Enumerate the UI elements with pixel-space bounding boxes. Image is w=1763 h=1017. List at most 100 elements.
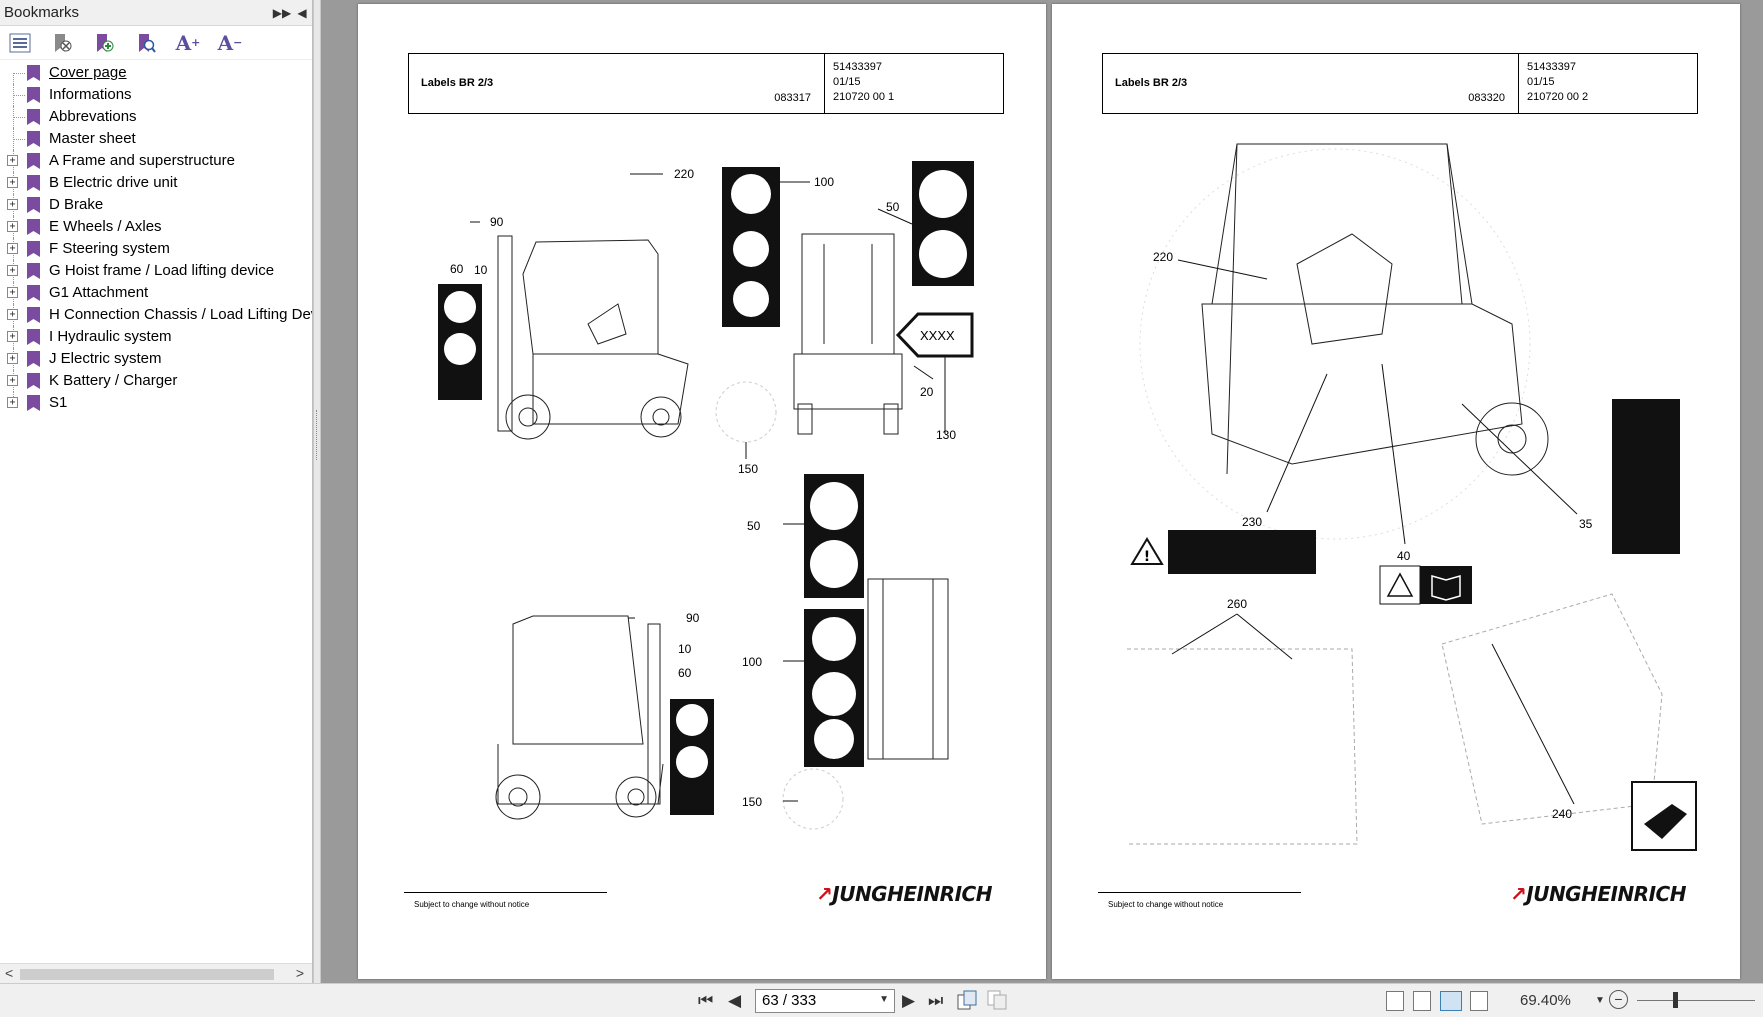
callout-label: XXXX	[920, 328, 955, 343]
increase-font-icon[interactable]: A+	[175, 30, 201, 55]
scroll-right-icon[interactable]: >	[295, 965, 304, 981]
previous-page-icon[interactable]: ◀	[728, 991, 742, 1010]
doc-number: 210720 00 2	[1527, 91, 1589, 103]
callout-label: 90	[490, 215, 504, 229]
callout-label: 130	[936, 428, 957, 442]
expand-icon[interactable]: +	[7, 397, 18, 408]
expand-icon[interactable]: +	[7, 199, 18, 210]
expand-panel-icon[interactable]: ▶▶	[272, 5, 292, 20]
header-title: Labels BR 2/3	[421, 77, 494, 89]
continuous-facing-view-icon[interactable]	[1470, 991, 1488, 1011]
last-page-icon[interactable]: ⏭	[928, 991, 944, 1010]
forklift-label-drawing-right: !	[1127, 143, 1697, 851]
bookmark-label: H Connection Chassis / Load Lifting Devi	[49, 306, 312, 323]
bookmark-icon	[27, 131, 40, 147]
bookmarks-panel: Bookmarks ▶▶ ◀ A+ A− Cover page Informat…	[0, 0, 313, 983]
expand-icon[interactable]: +	[7, 309, 18, 320]
facing-view-icon[interactable]	[1440, 991, 1462, 1011]
expand-icon[interactable]: +	[7, 353, 18, 364]
expand-icon[interactable]: +	[7, 177, 18, 188]
bookmark-label: F Steering system	[49, 240, 170, 257]
header-meta: 51433397 01/15 210720 00 1	[833, 60, 894, 105]
logo-arrow-icon: ↗	[1510, 882, 1527, 906]
bookmark-item[interactable]: + I Hydraulic system	[0, 326, 312, 348]
part-number: 51433397	[1527, 61, 1576, 73]
bookmark-item[interactable]: Cover page	[0, 62, 312, 84]
callout-label: 260	[1227, 597, 1248, 611]
bookmark-icon	[27, 219, 40, 235]
bookmark-icon	[27, 241, 40, 257]
previous-view-icon[interactable]	[956, 989, 978, 1016]
document-view[interactable]: Labels BR 2/3 083317 51433397 01/15 2107…	[322, 0, 1763, 983]
add-bookmark-icon[interactable]	[90, 30, 118, 56]
header-code: 083320	[1468, 92, 1505, 104]
collapse-panel-icon[interactable]: ◀	[297, 5, 307, 20]
expand-icon[interactable]: +	[7, 221, 18, 232]
expand-icon[interactable]: +	[7, 331, 18, 342]
bookmark-item[interactable]: + H Connection Chassis / Load Lifting De…	[0, 304, 312, 326]
page-header: Labels BR 2/3 083320 51433397 01/15 2107…	[1102, 53, 1698, 114]
expand-icon[interactable]: +	[7, 155, 18, 166]
panel-splitter[interactable]	[313, 0, 321, 983]
bookmark-icon	[27, 329, 40, 345]
header-title: Labels BR 2/3	[1115, 77, 1188, 89]
bookmark-icon	[27, 285, 40, 301]
zoom-level[interactable]: 69.40%	[1520, 992, 1571, 1009]
delete-bookmark-icon[interactable]	[48, 30, 76, 56]
scrollbar-thumb[interactable]	[20, 969, 274, 980]
page-header: Labels BR 2/3 083317 51433397 01/15 2107…	[408, 53, 1004, 114]
bookmark-item[interactable]: + J Electric system	[0, 348, 312, 370]
bookmark-item[interactable]: + G Hoist frame / Load lifting device	[0, 260, 312, 282]
callout-label: 90	[686, 611, 700, 625]
find-bookmark-icon[interactable]	[132, 30, 160, 56]
bookmark-item[interactable]: + F Steering system	[0, 238, 312, 260]
bookmark-item[interactable]: + D Brake	[0, 194, 312, 216]
callout-label: 35	[1579, 517, 1593, 531]
expand-icon[interactable]: +	[7, 287, 18, 298]
page-number-input[interactable]: 63 / 333 ▼	[755, 989, 895, 1013]
bookmark-item[interactable]: Informations	[0, 84, 312, 106]
callout-label: 220	[1153, 250, 1174, 264]
expand-icon[interactable]: +	[7, 265, 18, 276]
expand-icon[interactable]: +	[7, 243, 18, 254]
horizontal-scrollbar[interactable]: < >	[0, 963, 312, 983]
bookmark-item[interactable]: Master sheet	[0, 128, 312, 150]
decrease-font-icon[interactable]: A−	[217, 30, 243, 55]
bookmark-options-icon[interactable]	[6, 30, 34, 56]
zoom-slider[interactable]	[1637, 1000, 1755, 1001]
bookmark-label: Master sheet	[49, 130, 136, 147]
next-view-icon[interactable]	[986, 989, 1008, 1016]
bookmark-label: D Brake	[49, 196, 104, 213]
bookmark-item[interactable]: + S1	[0, 392, 312, 414]
bookmark-label: Informations	[49, 86, 132, 103]
bookmark-item[interactable]: + E Wheels / Axles	[0, 216, 312, 238]
bookmark-icon	[27, 351, 40, 367]
bookmark-label: E Wheels / Axles	[49, 218, 162, 235]
scroll-left-icon[interactable]: <	[5, 965, 14, 981]
forklift-label-drawing-left	[438, 161, 974, 830]
first-page-icon[interactable]: ⏮	[698, 991, 714, 1010]
expand-icon[interactable]: +	[7, 375, 18, 386]
bookmark-item[interactable]: + K Battery / Charger	[0, 370, 312, 392]
callout-label: 150	[738, 462, 759, 476]
single-page-view-icon[interactable]	[1386, 991, 1404, 1011]
issue-date: 01/15	[1527, 76, 1555, 88]
bookmark-item[interactable]: Abbrevations	[0, 106, 312, 128]
bookmark-item[interactable]: + B Electric drive unit	[0, 172, 312, 194]
bookmarks-header: Bookmarks ▶▶ ◀	[0, 0, 312, 26]
callout-label: 230	[1242, 515, 1263, 529]
zoom-dropdown-icon[interactable]: ▼	[1595, 995, 1605, 1006]
continuous-view-icon[interactable]	[1413, 991, 1431, 1011]
bookmark-item[interactable]: + G1 Attachment	[0, 282, 312, 304]
next-page-icon[interactable]: ▶	[902, 991, 916, 1010]
navigation-statusbar: ⏮ ◀ 63 / 333 ▼ ▶ ⏭ 69.40% ▼ − +	[0, 983, 1763, 1017]
footer-note: Subject to change without notice	[1108, 900, 1224, 909]
zoom-out-icon[interactable]: −	[1609, 990, 1628, 1009]
bookmark-icon	[27, 65, 40, 81]
bookmark-label: Abbrevations	[49, 108, 137, 125]
bookmark-item[interactable]: + A Frame and superstructure	[0, 150, 312, 172]
chevron-down-icon[interactable]: ▼	[879, 994, 889, 1005]
zoom-slider-thumb[interactable]	[1673, 992, 1678, 1008]
bookmark-icon	[27, 109, 40, 125]
callout-label: 10	[474, 263, 488, 277]
